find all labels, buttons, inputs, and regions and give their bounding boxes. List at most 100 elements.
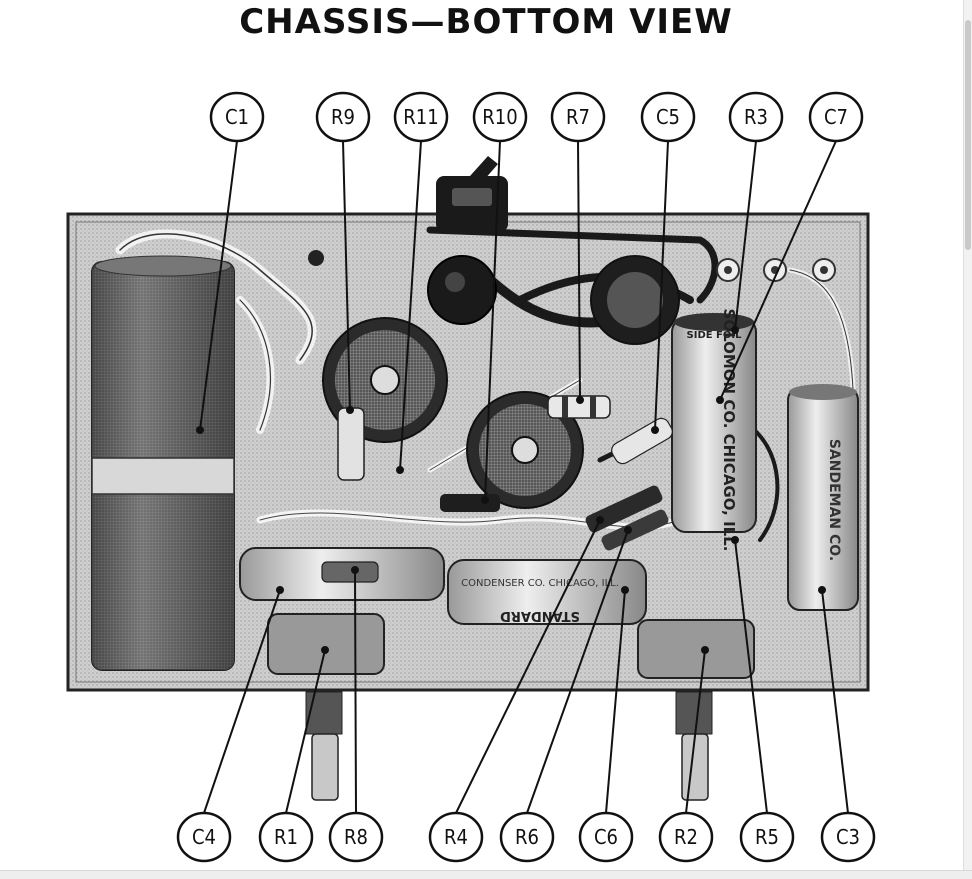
- bottom-callouts: C4 R1 R8 R4 R6 C6 R2 R5 C3: [176, 811, 876, 863]
- leader-tip-r4: [596, 516, 604, 524]
- capacitor-c1: [91, 255, 235, 671]
- callout-circle: [315, 91, 371, 143]
- callout-circle: [578, 811, 634, 863]
- callout-label: C3: [836, 825, 860, 849]
- leader-tip-r3: [731, 326, 739, 334]
- leader-line-c7: [719, 140, 837, 401]
- callout-circle: [739, 811, 795, 863]
- callout-circle: [209, 91, 265, 143]
- leader-tip-r6: [624, 526, 632, 534]
- leader-tip-c6: [621, 586, 629, 594]
- callout-label: C5: [656, 105, 680, 129]
- callout-r10: R10: [472, 91, 528, 143]
- scrollbar-thumb[interactable]: [965, 20, 971, 250]
- leader-tip-r10: [481, 496, 489, 504]
- callout-label: R3: [744, 105, 768, 129]
- callout-circle: [258, 811, 314, 863]
- c3-side-label: SANDEMAN CO.: [826, 439, 842, 561]
- leader-line-c6: [605, 589, 626, 814]
- capacitor-c7: SIDE FOIL SOLOMON CO. CHICAGO, ILL.: [671, 309, 757, 552]
- leader-tip-c4: [276, 586, 284, 594]
- callout-r8: R8: [328, 811, 384, 863]
- callout-circle: [428, 811, 484, 863]
- horizontal-scrollbar[interactable]: [0, 870, 972, 879]
- callout-r6: R6: [499, 811, 555, 863]
- leader-line-r11: [399, 140, 422, 471]
- resistor-r4-r6: [585, 485, 669, 551]
- leader-tip-c5: [651, 426, 659, 434]
- leader-tip-r1: [321, 646, 329, 654]
- callout-label: R4: [444, 825, 468, 849]
- potentiometer-r1: [267, 613, 385, 801]
- vertical-scrollbar[interactable]: [963, 0, 972, 870]
- resistor-r10: [440, 494, 500, 512]
- callout-label: R10: [482, 105, 517, 129]
- callout-c3: C3: [820, 811, 876, 863]
- leader-line-r1: [285, 649, 326, 814]
- resistor-r7: [547, 395, 611, 419]
- c7-can-label: SOLOMON CO. CHICAGO, ILL.: [720, 309, 738, 552]
- callout-label: R8: [344, 825, 368, 849]
- leader-line-r6: [526, 529, 629, 814]
- potentiometer-r2: [637, 619, 755, 801]
- callout-c4: C4: [176, 811, 232, 863]
- callout-r4: R4: [428, 811, 484, 863]
- callout-circle: [640, 91, 696, 143]
- leader-line-r10: [484, 140, 501, 501]
- callout-r2: R2: [658, 811, 714, 863]
- callout-r9: R9: [315, 91, 371, 143]
- leader-tip-c7: [716, 396, 724, 404]
- top-callouts: C1 R9 R11 R10 R7 C5 R3 C7: [209, 91, 864, 143]
- resistor-r8: [321, 561, 379, 583]
- capacitor-c3: SANDEMAN CO.: [787, 384, 859, 611]
- callout-label: R1: [274, 825, 298, 849]
- callout-r5: R5: [739, 811, 795, 863]
- c7-top-label: SIDE FOIL: [687, 330, 743, 341]
- callout-c5: C5: [640, 91, 696, 143]
- callout-circle: [472, 91, 528, 143]
- callout-circle: [499, 811, 555, 863]
- leader-tip-r8: [351, 566, 359, 574]
- leader-line-r5: [734, 539, 768, 814]
- callout-circle: [393, 91, 449, 143]
- callout-label: R7: [566, 105, 590, 129]
- callout-label: C4: [192, 825, 216, 849]
- leader-line-r7: [577, 140, 581, 401]
- callout-circle: [728, 91, 784, 143]
- leader-tip-c1: [196, 426, 204, 434]
- leader-line-c1: [199, 140, 238, 431]
- callout-label: C7: [824, 105, 848, 129]
- leader-line-c5: [654, 140, 669, 431]
- callout-label: C1: [225, 105, 249, 129]
- leader-tip-r9: [346, 406, 354, 414]
- callout-label: R11: [403, 105, 438, 129]
- leader-line-r9: [342, 140, 351, 411]
- callout-c6: C6: [578, 811, 634, 863]
- leader-line-r8: [354, 569, 357, 814]
- leader-line-r4: [455, 519, 601, 814]
- capacitor-c6: CONDENSER CO. CHICAGO, ILL. STANDARD: [447, 559, 647, 625]
- c6-sub-label: CONDENSER CO. CHICAGO, ILL.: [461, 578, 619, 589]
- callout-circle: [550, 91, 606, 143]
- leader-tip-r2: [701, 646, 709, 654]
- callout-label: R9: [331, 105, 355, 129]
- callout-label: R5: [755, 825, 779, 849]
- callout-r3: R3: [728, 91, 784, 143]
- page-title: CHASSIS—BOTTOM VIEW: [239, 2, 733, 42]
- leader-line-r3: [734, 140, 757, 331]
- rubber-grommet: [427, 255, 497, 325]
- leader-tip-r5: [731, 536, 739, 544]
- callout-circle: [176, 811, 232, 863]
- callout-c7: C7: [808, 91, 864, 143]
- leader-line-c4: [203, 589, 281, 814]
- callout-r7: R7: [550, 91, 606, 143]
- callout-r11: R11: [393, 91, 449, 143]
- tube-socket-center: [466, 391, 584, 509]
- callout-circle: [658, 811, 714, 863]
- tube-socket-right: [590, 255, 680, 345]
- leader-tip-r11: [396, 466, 404, 474]
- callout-label: R6: [515, 825, 539, 849]
- leader-lines: [196, 140, 849, 814]
- resistor-r9: [337, 407, 365, 481]
